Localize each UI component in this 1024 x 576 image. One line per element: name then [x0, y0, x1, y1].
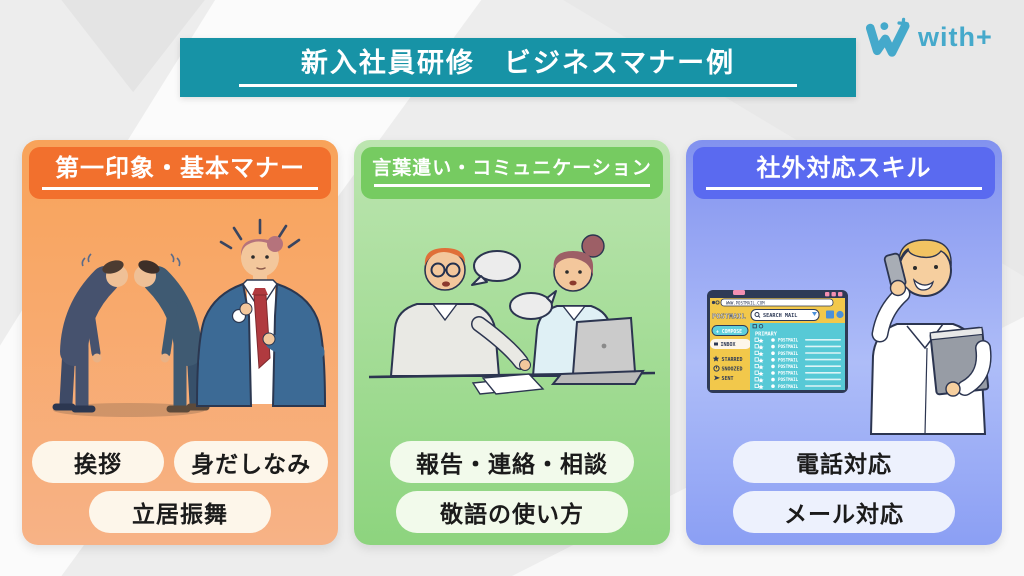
svg-text:INBOX: INBOX — [721, 342, 736, 348]
colleagues-talking-illustration — [368, 234, 656, 395]
motion-mark-icon — [170, 253, 181, 267]
sparkle-icon — [219, 218, 301, 250]
with-plus-logo-text: with+ — [918, 21, 993, 52]
select-all-checkbox — [752, 324, 757, 329]
man-on-phone — [869, 239, 992, 435]
tags-row: 報告・連絡・相談 — [364, 441, 660, 483]
card-title: 第一印象・基本マナー — [55, 154, 305, 182]
mail-list-header: PRIMARY — [755, 332, 778, 338]
star-icon — [712, 355, 720, 362]
tag-horenso: 報告・連絡・相談 — [390, 441, 634, 483]
tag-keigo: 敬語の使い方 — [396, 491, 628, 533]
mail-search-field — [750, 309, 820, 321]
card-external-skills-header: 社外対応スキル — [693, 147, 995, 199]
with-plus-logo-icon — [866, 17, 910, 57]
folder-snoozed: SNOOZED — [722, 367, 743, 373]
window-minimize-icon — [825, 292, 830, 297]
snooze-clock-icon — [713, 365, 720, 372]
card-title-underline — [42, 186, 318, 190]
refresh-icon — [758, 323, 764, 329]
window-maximize-icon — [831, 292, 836, 297]
page-title: 新入社員研修 ビジネスマナー例 — [300, 48, 736, 78]
tags-row: メール対応 — [696, 491, 992, 533]
man-adjusting-tie — [195, 218, 327, 407]
back-icon — [711, 300, 716, 305]
card-title: 言葉遣い・コミュニケーション — [372, 158, 652, 179]
card-title-underline — [706, 186, 982, 190]
bowing-businessmen-illustration — [52, 218, 327, 417]
illustration-colleagues-talking — [361, 206, 663, 436]
inbox-icon — [714, 342, 718, 346]
compose-button — [711, 325, 749, 336]
card-communication: 言葉遣い・コミュニケーション — [354, 140, 670, 545]
speech-bubble-icon — [471, 250, 521, 286]
tags-row: 電話対応 — [696, 441, 992, 483]
card-first-impression-tags: 挨拶 身だしなみ 立居振舞 — [32, 441, 328, 533]
tags-row: 立居振舞 — [32, 491, 328, 533]
laptop-icon — [550, 316, 645, 385]
paper-icon — [481, 373, 545, 395]
search-icon — [754, 312, 760, 317]
mail-search-text: SEARCH MAIL — [763, 313, 797, 319]
title-banner: 新入社員研修 ビジネスマナー例 — [180, 38, 856, 97]
filter-icon — [812, 312, 817, 316]
illustration-mail-and-phone: POSTMAIL WWW.POSTMAIL.COM POSTMAIL — [693, 206, 995, 436]
tags-row: 挨拶 身だしなみ — [32, 441, 328, 483]
reload-icon — [715, 300, 720, 305]
tag-behavior: 立居振舞 — [89, 491, 271, 533]
card-communication-tags: 報告・連絡・相談 敬語の使い方 — [364, 441, 660, 533]
card-external-skills-tags: 電話対応 メール対応 — [696, 441, 992, 533]
mail-brand: POSTMAIL — [712, 313, 746, 321]
window-close-icon — [838, 292, 843, 297]
compose-label: + COMPOSE — [716, 329, 742, 335]
card-first-impression-header: 第一印象・基本マナー — [29, 147, 331, 199]
card-external-skills: 社外対応スキル POSTMAIL — [686, 140, 1002, 545]
folder-sent: SENT — [722, 376, 734, 382]
url-text: WWW.POSTMAIL.COM — [726, 300, 765, 305]
folder-starred: STARRED — [722, 357, 743, 363]
url-bar — [720, 298, 834, 307]
speech-bubble-icon — [509, 290, 557, 320]
tag-email-support: メール対応 — [733, 491, 955, 533]
brand-logo: with+ — [866, 16, 993, 58]
man-with-glasses — [389, 248, 531, 377]
tag-appearance: 身だしなみ — [174, 441, 328, 483]
motion-mark-icon — [81, 253, 92, 267]
card-communication-header: 言葉遣い・コミュニケーション — [361, 147, 663, 199]
bowing-person-right — [134, 253, 210, 413]
bowing-person-left — [52, 253, 128, 413]
sent-icon — [714, 375, 720, 381]
title-underline — [239, 84, 797, 87]
card-first-impression: 第一印象・基本マナー — [22, 140, 338, 545]
folder-inbox — [710, 339, 751, 349]
grid-icon — [826, 310, 834, 319]
mail-window: WWW.POSTMAIL.COM POSTMAIL SEARCH MAIL + … — [707, 290, 848, 393]
card-title-underline — [374, 184, 650, 187]
avatar — [836, 310, 844, 319]
card-title: 社外対応スキル — [756, 154, 932, 182]
illustration-bowing-and-grooming — [29, 206, 331, 436]
tags-row: 敬語の使い方 — [364, 491, 660, 533]
mail-and-phone-illustration: POSTMAIL WWW.POSTMAIL.COM POSTMAIL — [707, 239, 992, 435]
tag-phone-support: 電話対応 — [733, 441, 955, 483]
browser-tab — [733, 290, 745, 295]
tag-greeting: 挨拶 — [32, 441, 165, 483]
